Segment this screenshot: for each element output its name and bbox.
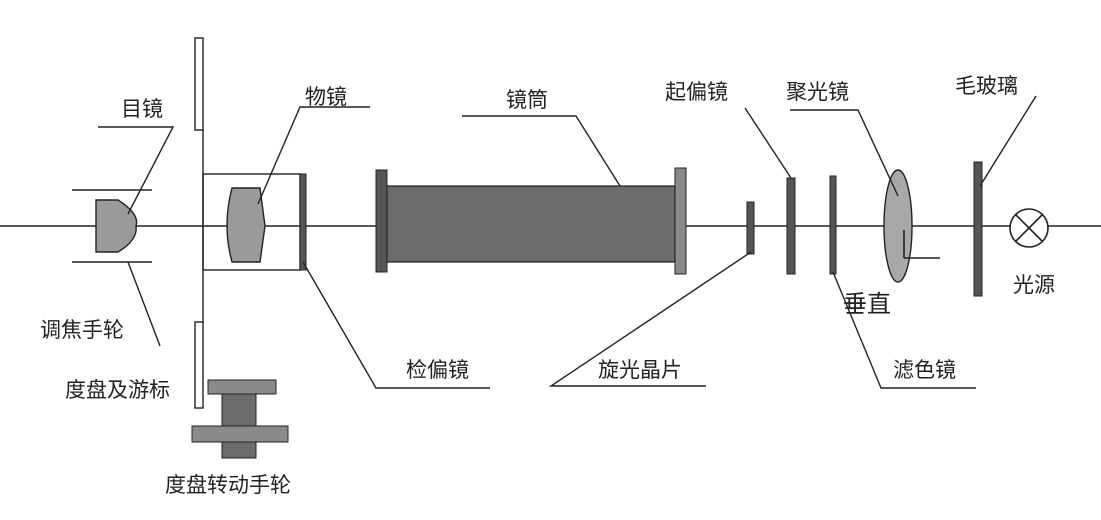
analyzer-label: 检偏镜 [406, 358, 469, 382]
eyepiece-part [72, 189, 152, 263]
ground-glass-label: 毛玻璃 [955, 74, 1018, 98]
focus-wheel-label: 调焦手轮 [40, 318, 124, 342]
eyepiece-label: 目镜 [121, 97, 163, 121]
dial-plate [194, 37, 204, 409]
dial-wheel-label: 度盘转动手轮 [165, 473, 291, 497]
objective-leader [257, 106, 370, 205]
cross-circle-icon [1009, 208, 1049, 248]
crystal-leader [548, 251, 752, 387]
leader-lines [98, 95, 1037, 389]
polarizer-leader [744, 107, 792, 179]
polarizer-label: 起偏镜 [665, 80, 728, 104]
analyzer-leader [302, 261, 490, 389]
eyepiece-leader [98, 126, 175, 215]
scale-vernier-label: 度盘及游标 [65, 378, 170, 402]
light-source-label: 光源 [1013, 273, 1055, 297]
condenser-leader [790, 109, 899, 197]
dial-wheel-part [191, 379, 289, 459]
color-filter-part [829, 175, 837, 275]
filter-leader [832, 271, 976, 389]
objective-label: 物镜 [305, 85, 347, 109]
tube-leader [462, 115, 621, 187]
objective-part [202, 173, 307, 271]
tube-part [375, 167, 687, 275]
vertical-label: 垂直 [843, 290, 891, 318]
tube-label: 镜筒 [506, 88, 548, 112]
polarizer-part [786, 177, 796, 275]
optical-rotation-crystal-part [746, 201, 755, 255]
focus-wheel-leader [127, 261, 161, 347]
condenser-part [883, 169, 940, 283]
filter-label: 滤色镜 [893, 358, 956, 382]
condenser-label: 聚光镜 [786, 80, 849, 104]
crystal-label: 旋光晶片 [598, 358, 682, 382]
ground-glass-leader [979, 95, 1037, 187]
ground-glass-part [973, 161, 983, 297]
